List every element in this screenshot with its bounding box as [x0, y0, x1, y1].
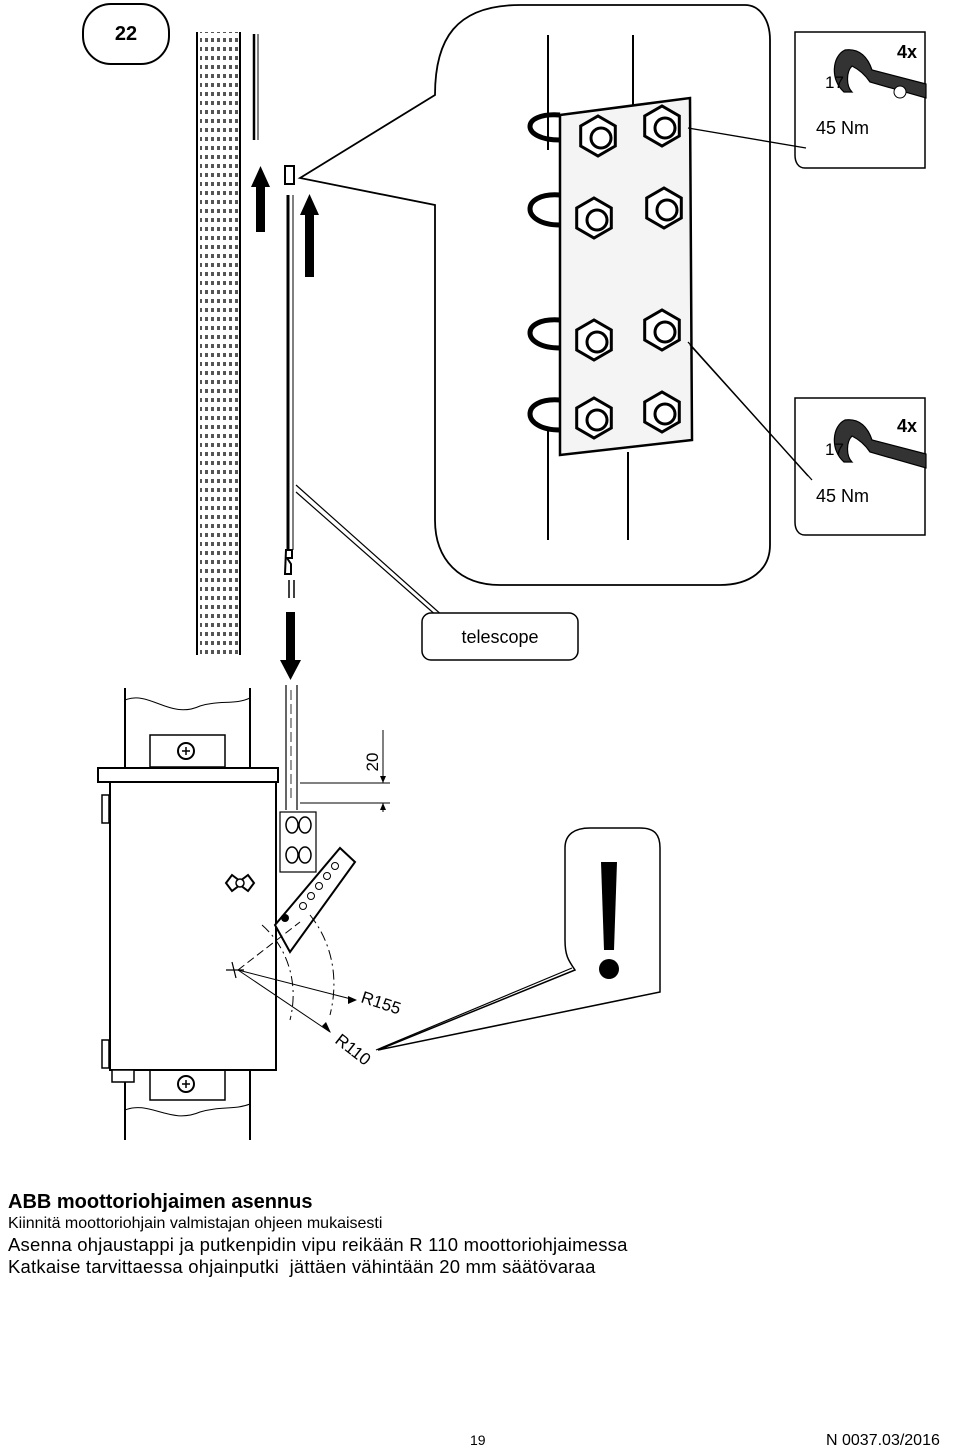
torque-label: 45 Nm	[816, 118, 869, 138]
telescope-rod	[283, 165, 295, 598]
bolt-icon	[643, 308, 681, 352]
torque-label: 45 Nm	[816, 486, 869, 506]
upper-rod	[252, 34, 259, 140]
step-number-badge: 22	[82, 3, 170, 65]
radius-construction	[226, 914, 357, 1033]
warning-callout	[375, 827, 661, 1051]
wrench-panel-bottom	[687, 341, 926, 536]
instruction-line: Asenna ohjaustappi ja putkenpidin vipu r…	[8, 1234, 628, 1255]
bolt-count-label: 4x	[897, 42, 917, 62]
bolt-icon	[643, 390, 681, 434]
telescope-callout	[295, 484, 579, 661]
page-number: 19	[470, 1432, 486, 1448]
bolt-icon	[575, 396, 613, 440]
bolt-icon	[575, 318, 613, 362]
step-number: 22	[114, 22, 138, 45]
bolt-nuts	[575, 104, 683, 440]
document-code: N 0037.03/2016	[826, 1432, 940, 1449]
bolt-icon	[579, 114, 617, 158]
bolt-icon	[575, 196, 613, 240]
wrench-size-label: 17	[825, 440, 844, 459]
bolt-icon	[643, 104, 681, 148]
installation-diagram: 17 4x 45 Nm 17 4x 45 Nm telescope	[97, 4, 927, 1140]
bolt-icon	[645, 186, 683, 230]
wrench-panel-top	[687, 31, 926, 169]
instructions-title: ABB moottoriohjaimen asennus	[8, 1191, 313, 1213]
warning-icon	[599, 862, 619, 979]
wrench-icon	[833, 419, 927, 469]
radius-small-label: R110	[332, 1030, 375, 1069]
radius-large-label: R155	[359, 988, 404, 1019]
telescope-label: telescope	[461, 627, 538, 647]
instruction-line: Katkaise tarvittaessa ohjainputki jättäe…	[8, 1256, 596, 1277]
motor-controller	[97, 767, 279, 1083]
arrow-up-icon	[300, 194, 319, 277]
wrench-size-label: 17	[825, 73, 844, 92]
lower-mast	[124, 688, 251, 1140]
guide-rod	[279, 685, 317, 873]
instruction-line: Kiinnitä moottoriohjain valmistajan ohje…	[8, 1215, 383, 1232]
clearance-dimension-label: 20	[363, 753, 382, 772]
clamp-detail-view	[297, 4, 771, 586]
bolt-count-label: 4x	[897, 416, 917, 436]
arrow-up-icon	[251, 166, 270, 232]
instructions: ABB moottoriohjaimen asennus Kiinnitä mo…	[8, 1190, 948, 1278]
lattice-mast	[196, 32, 241, 655]
wrench-icon	[833, 49, 927, 99]
arrow-down-icon	[280, 612, 301, 680]
clearance-dimension	[300, 730, 390, 812]
